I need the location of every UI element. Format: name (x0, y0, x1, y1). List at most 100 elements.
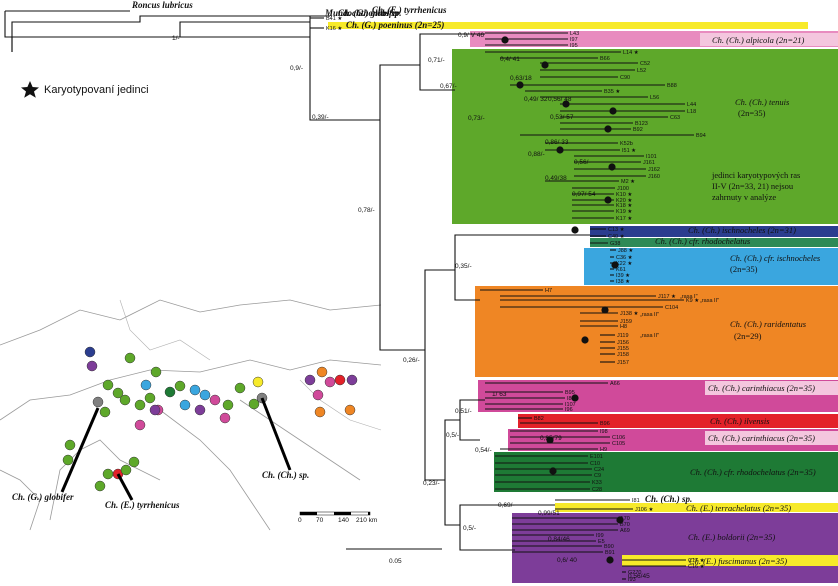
clade-cfr-rhodo: Ch. (Ch.) cfr. rhodochelatus (655, 236, 751, 246)
band-yellow-top (328, 22, 808, 29)
tip-h8: H8 (620, 324, 627, 330)
tip-j159: J159 (620, 319, 632, 325)
tip-c52: C52 (640, 61, 650, 67)
map-dot-green (64, 439, 76, 451)
outgroup-roncus: Roncus lubricus (131, 0, 193, 10)
support-s051: 0,51/- (455, 408, 472, 415)
support-s09: 0,9/- (290, 65, 303, 72)
node-dot (581, 336, 589, 344)
node-dot (501, 36, 509, 44)
map-sample-dots (62, 346, 358, 492)
tip-j160: J160 (648, 174, 660, 180)
support-s88: 0,88/- (528, 151, 545, 158)
tip-k22: K22 ★ (616, 261, 632, 267)
map-dot-orange (344, 404, 356, 416)
tip-b82: B82 (534, 416, 544, 422)
tip-i38: I38 ★ (616, 279, 630, 285)
tip-k52b: K52b (620, 141, 633, 147)
map-dot-green (134, 399, 146, 411)
band-green-tenuis (452, 49, 838, 224)
outgroup-branches (4, 10, 310, 52)
tip-b88: B88 (667, 83, 677, 89)
tip-j162: J162 (648, 167, 660, 173)
node-dot (571, 394, 579, 402)
map-dot-lightblue (140, 379, 152, 391)
map-dot-orange (316, 366, 328, 378)
node-dot (546, 436, 554, 444)
node-dot (609, 107, 617, 115)
tip-c9: C9 (594, 473, 601, 479)
map-dot-green (102, 468, 114, 480)
tip-k20: K20 ★ (616, 198, 632, 204)
support-s84_46: 0,84/46 (548, 536, 570, 543)
node-dot (571, 226, 579, 234)
map-dot-green (102, 379, 114, 391)
tip-c17: C17 ★ (688, 558, 705, 564)
tip-j157: J157 (617, 360, 629, 366)
tip-c63: C63 (670, 115, 680, 121)
map-dot-magenta (312, 389, 324, 401)
tip-c28: C28 (592, 487, 602, 493)
support-s026: 0,26/- (403, 357, 420, 364)
support-s023: 0,23/- (423, 480, 440, 487)
tip-l43: L43 (570, 31, 579, 37)
tip-m2: M2 ★ (621, 179, 635, 185)
node-dot (606, 556, 614, 564)
map-dot-purple (149, 404, 161, 416)
support-s99_51: 0,99/51 (538, 510, 560, 517)
tip-i96: I96 (565, 407, 573, 413)
support-s071: 0,71/- (428, 57, 445, 64)
map-dot-purple (304, 374, 316, 386)
tip-i39: I39 ★ (616, 273, 630, 279)
band-yellow-terra (555, 503, 838, 512)
map-dot-magenta (219, 412, 231, 424)
tip-j155: J155 (617, 346, 629, 352)
map-dot-gray (92, 396, 104, 408)
support-s56_45: 0,56/45 (628, 573, 650, 580)
support-s6_40: 0,6/ 40 (557, 557, 577, 564)
tip-c16: C16 ★ (688, 564, 705, 570)
tip-branches (310, 17, 694, 580)
tip-rasa2a: „rasa II" (700, 298, 719, 304)
tip-h7: H7 (545, 288, 552, 294)
clade-tyrrhenicus: Ch. (E.) tyrrhenicus (372, 5, 447, 15)
node-dot (562, 100, 570, 108)
tip-k16: K16 ★ (326, 26, 342, 32)
support-s1_63: 1/ 63 (492, 391, 507, 398)
tip-b41: B41 ★ (326, 16, 342, 22)
tip-i95: I95 (570, 43, 578, 49)
map-dot-purple (346, 374, 358, 386)
tip-l52: L52 (637, 68, 646, 74)
tip-i89: I89 (567, 396, 575, 402)
band-lightblue-cfr-isch (584, 248, 838, 285)
map-dot-green (124, 352, 136, 364)
tip-i81: I81 (632, 498, 640, 504)
node-dot (616, 516, 624, 524)
tip-b70: B70 (620, 522, 630, 528)
tip-e101: E101 (590, 454, 603, 460)
support-s067: 0,67/- (440, 83, 457, 90)
support-s63_18: 0,63/18 (510, 75, 532, 82)
clade-alpicola: Ch. (Ch.) alpicola (2n=21) (712, 35, 805, 45)
clade-rari-2n: (2n=29) (734, 331, 762, 341)
tip-j156: J156 (617, 340, 629, 346)
node-dot (604, 196, 612, 204)
map-dot-green (94, 480, 106, 492)
tip-l18: L18 (687, 109, 696, 115)
tip-j119: J119 (617, 333, 629, 339)
tip-k61: K61 (616, 267, 626, 273)
tip-c104: C104 (665, 305, 678, 311)
tip-k33: K33 (592, 480, 602, 486)
support-s56b: 0,56/- (574, 159, 591, 166)
tip-l56: L56 (650, 95, 659, 101)
map-dot-purple (194, 404, 206, 416)
map-dot-lightblue (189, 384, 201, 396)
tip-e5: E5 (598, 539, 605, 545)
tip-i98: I98 (600, 429, 608, 435)
map-dot-green (119, 394, 131, 406)
tip-b35: B35 ★ (604, 89, 620, 95)
map-label-sp: Ch. (Ch.) sp. (262, 470, 309, 480)
map-scale-210: 210 km (356, 517, 377, 524)
